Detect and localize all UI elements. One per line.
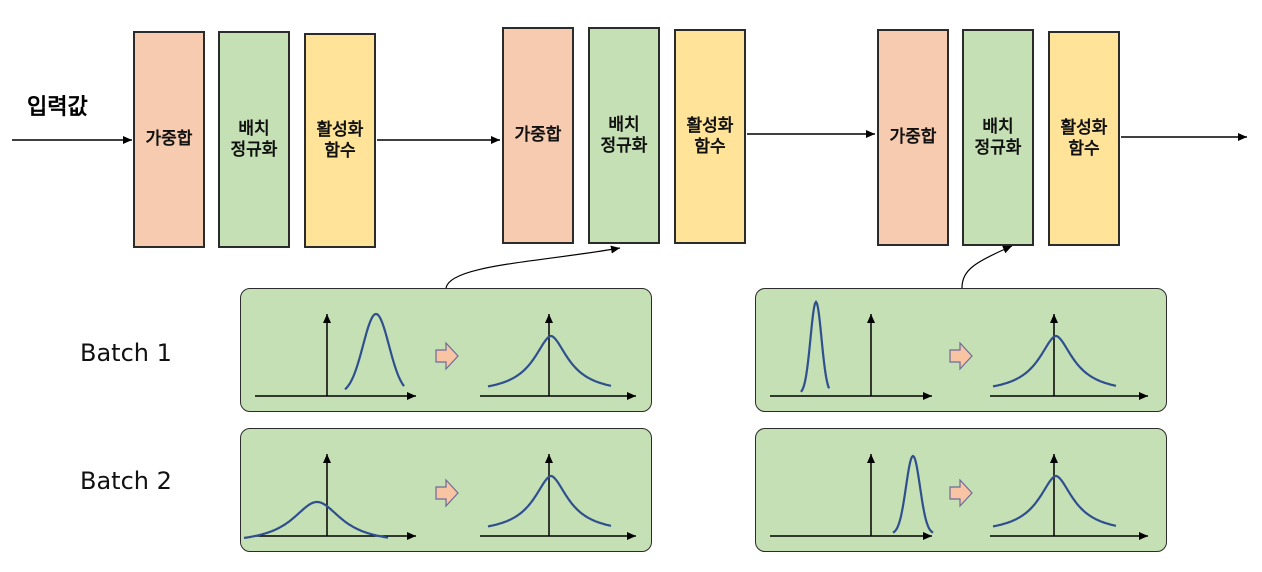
layer1-activation-box: 활성화 함수: [304, 33, 376, 248]
layer1-activation-label: 활성화 함수: [316, 119, 364, 161]
layer3-activation-box: 활성화 함수: [1048, 31, 1120, 246]
layer2-batch-norm-box: 배치 정규화: [588, 27, 660, 244]
batch2-panel-layer2: [240, 428, 652, 552]
layer2-weighted-sum-box: 가중합: [502, 27, 574, 244]
layer3-weighted-sum-box: 가중합: [877, 29, 949, 246]
batch1-label: Batch 1: [80, 339, 172, 367]
connector-layer3: [961, 245, 1013, 289]
layer3-batch-norm-label: 배치 정규화: [974, 116, 1022, 158]
layer3-activation-label: 활성화 함수: [1060, 117, 1108, 159]
batch2-label: Batch 2: [80, 467, 172, 495]
batch2-panel-layer3: [755, 428, 1167, 552]
layer1-weighted-sum-label: 가중합: [145, 129, 193, 149]
layer2-activation-box: 활성화 함수: [674, 29, 746, 244]
layer2-batch-norm-label: 배치 정규화: [600, 114, 648, 156]
layer3-batch-norm-box: 배치 정규화: [962, 29, 1034, 246]
layer3-weighted-sum-label: 가중합: [889, 127, 937, 147]
layer2-activation-label: 활성화 함수: [686, 115, 734, 157]
connector-layer2: [445, 245, 621, 289]
layer1-batch-norm-label: 배치 정규화: [230, 118, 278, 160]
input-label: 입력값: [27, 95, 88, 120]
layer1-batch-norm-box: 배치 정규화: [218, 31, 290, 248]
layer1-weighted-sum-box: 가중합: [133, 31, 205, 248]
panel-connectors: [445, 245, 1013, 289]
layer2-weighted-sum-label: 가중합: [514, 125, 562, 145]
batch1-panel-layer2: [240, 288, 652, 412]
batch1-panel-layer3: [755, 288, 1167, 412]
